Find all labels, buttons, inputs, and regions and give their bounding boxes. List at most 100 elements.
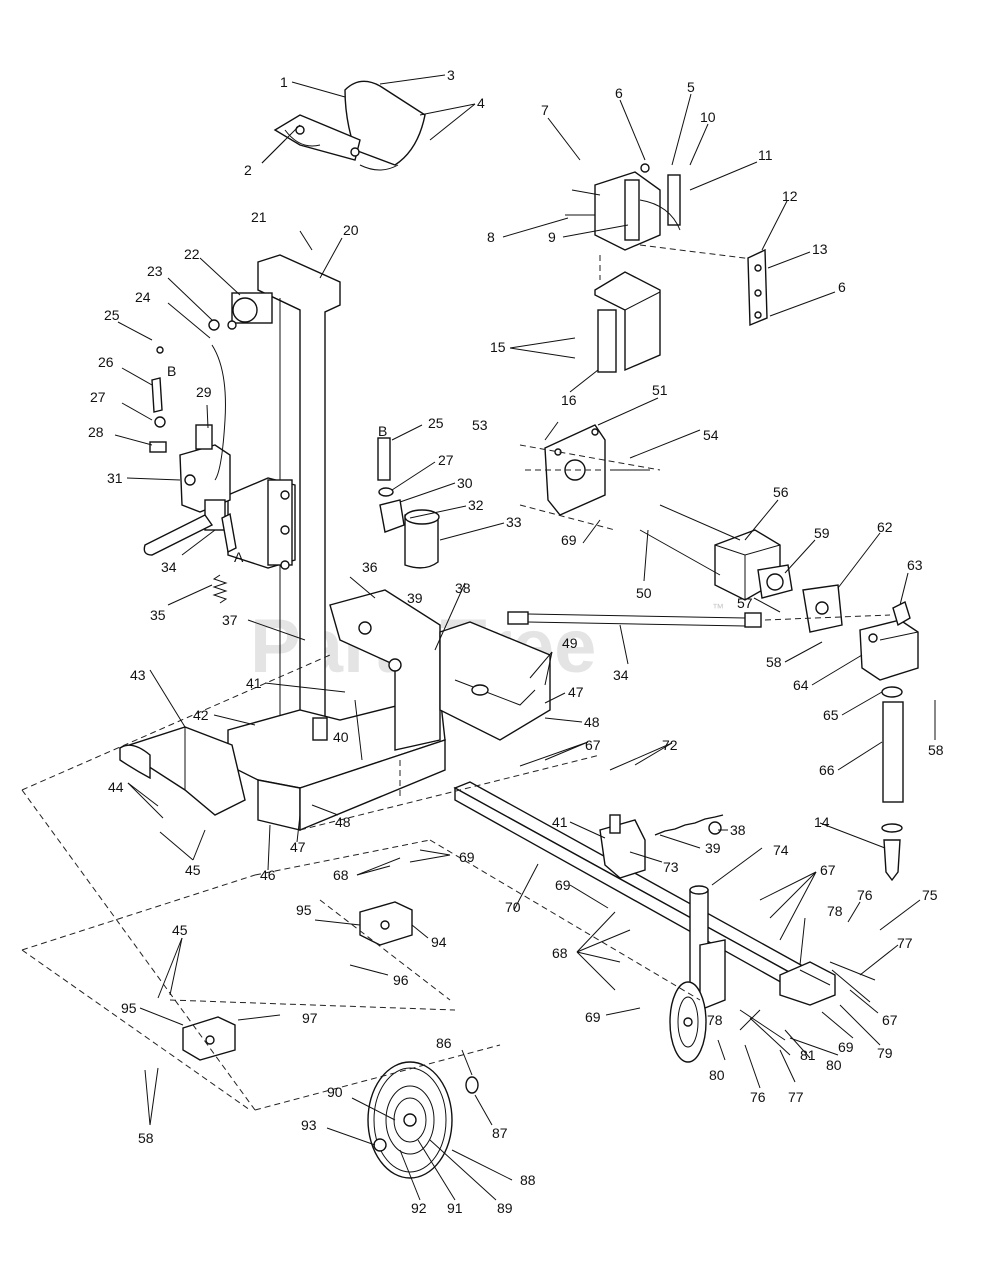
callout-6: 6 [615, 85, 623, 101]
callout-90: 90 [327, 1084, 343, 1100]
callout-43: 43 [130, 667, 146, 683]
wheel-part [367, 1061, 479, 1179]
callout-79: 79 [877, 1045, 893, 1061]
hitch-bracket-part [599, 814, 724, 879]
callout-44: 44 [108, 779, 124, 795]
callout-25: 25 [104, 307, 120, 323]
wedge-assembly-part [565, 163, 761, 280]
callout-93: 93 [301, 1117, 317, 1133]
callout-95: 95 [121, 1000, 137, 1016]
side-plate-part [747, 248, 768, 327]
callout-15: 15 [490, 339, 506, 355]
callout-20: 20 [343, 222, 359, 238]
callout-69: 69 [838, 1039, 854, 1055]
callout-80: 80 [709, 1067, 725, 1083]
hose-part [211, 344, 226, 481]
callout-78: 78 [827, 903, 843, 919]
callout-70: 70 [505, 899, 521, 915]
tray-part [439, 621, 551, 741]
callout-80: 80 [826, 1057, 842, 1073]
callout-63: 63 [907, 557, 923, 573]
slide-plate-part [227, 477, 296, 570]
callout-41: 41 [246, 675, 262, 691]
callout-21: 21 [251, 209, 267, 225]
callout-14: 14 [814, 814, 830, 830]
callout-67: 67 [882, 1012, 898, 1028]
callout-11: 11 [758, 147, 773, 163]
callout-69: 69 [585, 1009, 601, 1025]
callout-59: 59 [814, 525, 830, 541]
callout-68: 68 [552, 945, 568, 961]
callout-31: 31 [107, 470, 123, 486]
callout-13: 13 [812, 241, 828, 257]
callout-37: 37 [222, 612, 238, 628]
callout-54: 54 [703, 427, 719, 443]
callout-77: 77 [897, 935, 913, 951]
letter-b-hose: B [378, 423, 387, 439]
callout-46: 46 [260, 867, 276, 883]
callout-30: 30 [457, 475, 473, 491]
callout-47: 47 [290, 839, 306, 855]
callout-5: 5 [687, 79, 695, 95]
callout-8: 8 [487, 229, 495, 245]
callout-56: 56 [773, 484, 789, 500]
callout-68: 68 [333, 867, 349, 883]
callout-38: 38 [455, 580, 471, 596]
callout-48: 48 [584, 714, 600, 730]
callout-24: 24 [135, 289, 151, 305]
callout-39: 39 [705, 840, 721, 856]
callout-58: 58 [138, 1130, 154, 1146]
callout-94: 94 [431, 934, 447, 950]
callout-48: 48 [335, 814, 351, 830]
callout-78: 78 [707, 1012, 723, 1028]
callout-47: 47 [568, 684, 584, 700]
callout-81: 81 [800, 1047, 816, 1063]
control-valve-part [143, 346, 231, 556]
callout-69: 69 [561, 532, 577, 548]
assembly-lines [21, 654, 701, 1111]
hitch-coupler-part [739, 961, 876, 1056]
callout-89: 89 [497, 1200, 513, 1216]
callout-4: 4 [477, 95, 485, 111]
spring-part [212, 574, 228, 604]
callout-62: 62 [877, 519, 893, 535]
leader-lines [114, 74, 936, 1201]
hydraulic-cylinder-part [881, 686, 904, 882]
callout-27: 27 [90, 389, 106, 405]
axle-bracket-part [182, 901, 413, 1061]
callout-49: 49 [562, 635, 578, 651]
callout-73: 73 [663, 859, 679, 875]
callout-25: 25 [428, 415, 444, 431]
callout-58: 58 [766, 654, 782, 670]
pump-motor-part [639, 504, 793, 601]
callout-16: 16 [561, 392, 577, 408]
callout-26: 26 [98, 354, 114, 370]
callout-92: 92 [411, 1200, 427, 1216]
callout-labels: 1 2 3 4 5 6 6 7 8 9 10 11 12 13 14 15 16… [88, 67, 944, 1216]
callout-58: 58 [928, 742, 944, 758]
callout-66: 66 [819, 762, 835, 778]
callout-34: 34 [613, 667, 629, 683]
callout-39: 39 [407, 590, 423, 606]
callout-7: 7 [541, 102, 549, 118]
callout-97: 97 [302, 1010, 318, 1026]
wedge-guard-part [273, 80, 426, 171]
callout-34: 34 [161, 559, 177, 575]
callout-3: 3 [447, 67, 455, 83]
callout-65: 65 [823, 707, 839, 723]
callout-96: 96 [393, 972, 409, 988]
callout-69: 69 [459, 849, 475, 865]
hydraulic-pump-part [859, 601, 919, 681]
callout-76: 76 [750, 1089, 766, 1105]
callout-10: 10 [700, 109, 716, 125]
callout-72: 72 [662, 737, 678, 753]
callout-32: 32 [468, 497, 484, 513]
callout-40: 40 [333, 729, 349, 745]
callout-77: 77 [788, 1089, 804, 1105]
callout-36: 36 [362, 559, 378, 575]
letter-a: A [234, 549, 244, 565]
letter-b-top: B [167, 363, 176, 379]
callout-33: 33 [506, 514, 522, 530]
callout-23: 23 [147, 263, 163, 279]
